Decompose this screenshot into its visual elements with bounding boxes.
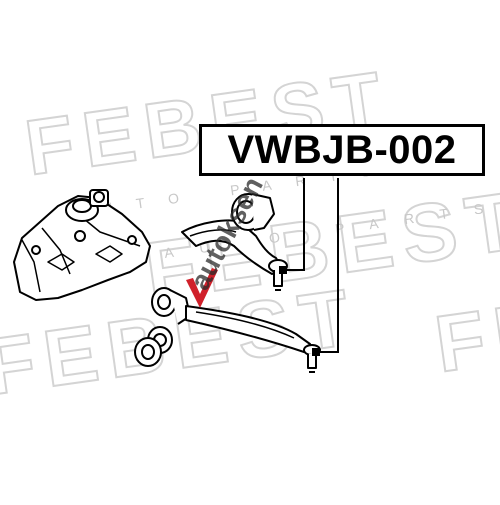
leader-marker-upper <box>279 266 287 274</box>
leader-lines <box>282 178 339 353</box>
lower-link-arm <box>151 287 321 373</box>
leader-marker-lower <box>312 348 320 356</box>
part-number-label: VWBJB-002 <box>199 124 485 176</box>
bushing-parts <box>134 326 173 367</box>
overlay-red-v-mark <box>186 268 218 308</box>
lower-arm-casting <box>13 189 151 301</box>
